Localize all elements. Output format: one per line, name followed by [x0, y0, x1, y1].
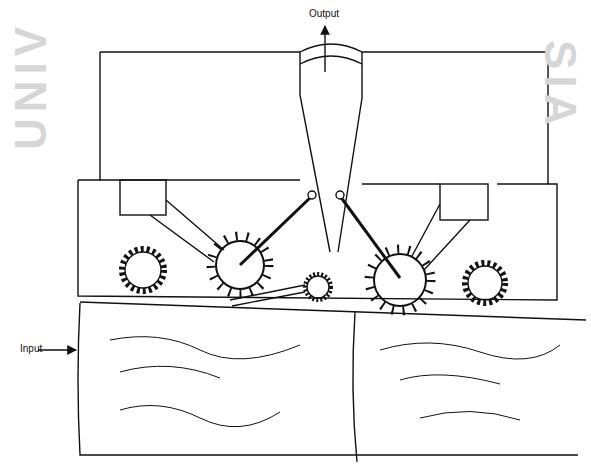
- wheel: [468, 266, 502, 300]
- wood-grain: [400, 375, 500, 384]
- roller-arm: [240, 196, 312, 265]
- small-gear-teeth: [305, 274, 331, 300]
- linkage: [230, 285, 305, 306]
- pivot: [336, 191, 344, 199]
- log-split: [353, 312, 357, 462]
- machine-housing: [100, 52, 300, 180]
- wood-grain: [110, 337, 300, 359]
- flow-label: Output: [309, 8, 339, 19]
- cutting-roller: [374, 254, 426, 306]
- housing-chute: [300, 52, 330, 252]
- flow-label: Input: [20, 343, 42, 354]
- log-top: [80, 302, 586, 320]
- watermark: SIA: [535, 40, 585, 131]
- output-arrow: [324, 26, 325, 72]
- wood-grain: [380, 343, 560, 359]
- strut: [150, 200, 224, 262]
- strut: [412, 204, 470, 270]
- frame-block: [120, 180, 166, 215]
- watermark: UNIV: [6, 21, 56, 150]
- frame-block: [440, 184, 488, 220]
- wood-grain: [420, 411, 520, 420]
- machine-housing: [362, 183, 440, 184]
- input-arrow: [38, 349, 76, 350]
- wood-grain: [120, 366, 220, 378]
- roller-spikes: [369, 249, 431, 311]
- machine-chassis: [78, 180, 557, 300]
- small-gear: [307, 276, 329, 298]
- machine-housing: [100, 44, 548, 184]
- wheel-teeth: [465, 263, 505, 303]
- wood-grain: [120, 406, 280, 427]
- roller-arm: [340, 196, 400, 278]
- housing-dome: [300, 56, 362, 64]
- wheel-teeth: [122, 249, 164, 291]
- log-outline: [78, 303, 578, 455]
- wheel: [125, 252, 161, 288]
- pivot: [308, 191, 316, 199]
